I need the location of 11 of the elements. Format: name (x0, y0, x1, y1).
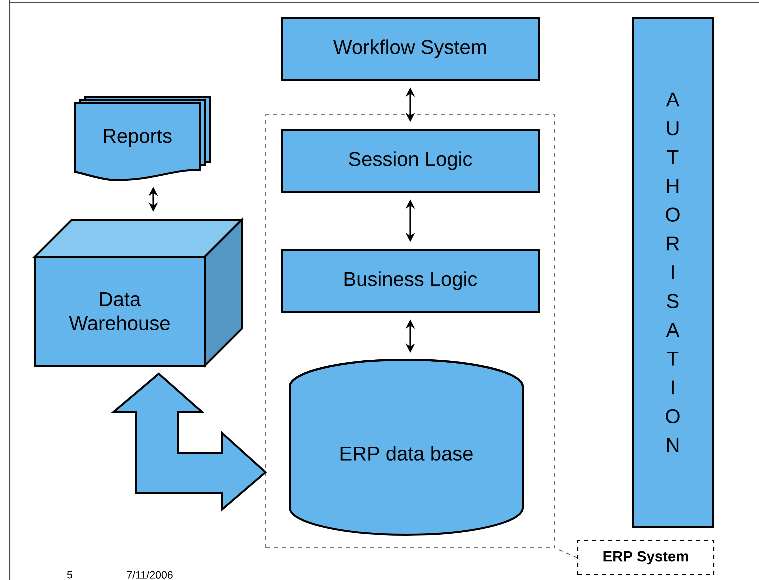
group-frame (266, 114, 556, 548)
callout-label: ERP System (577, 540, 715, 576)
process-box: Session Logic (281, 129, 540, 193)
process-box: Business Logic (281, 249, 540, 313)
footer-text: 7/11/2006 (127, 571, 173, 579)
document-stack: Reports (74, 96, 211, 182)
process-box: Workflow System (281, 17, 540, 81)
database-cylinder: ERP data base (289, 359, 524, 536)
vertical-bar: AUTHORISATION (632, 17, 714, 528)
footer-text: 5 (67, 571, 73, 579)
leader-line (555, 548, 578, 558)
